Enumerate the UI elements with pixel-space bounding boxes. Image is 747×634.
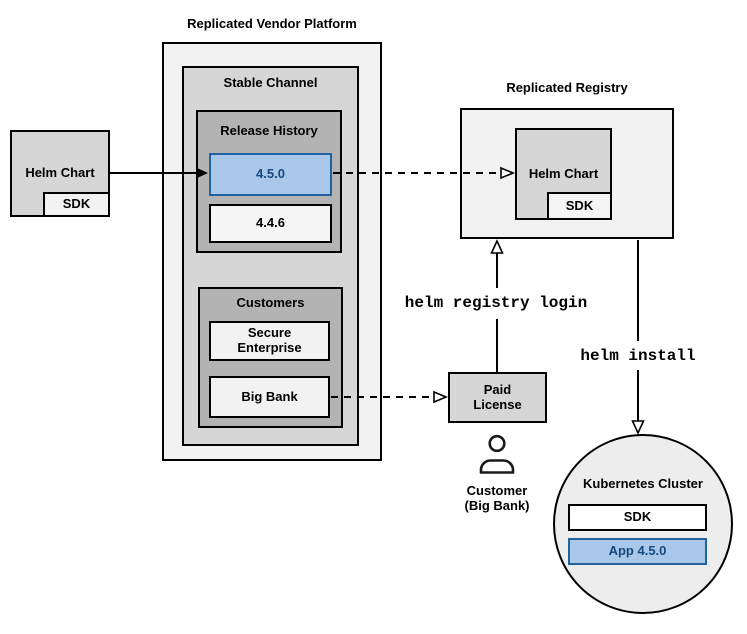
helm-install-command: helm install: [580, 347, 696, 365]
vendor-helm-chart-label: Helm Chart: [25, 165, 95, 181]
cluster-app-label: App 4.5.0: [608, 543, 667, 559]
registry-sdk-label: SDK: [565, 197, 594, 213]
registry-sdk-box: SDK: [547, 192, 612, 220]
paid-license-box: Paid License: [448, 372, 547, 423]
registry-title: Replicated Registry: [506, 80, 628, 95]
customer-secure-enterprise: Secure Enterprise: [209, 321, 330, 361]
customer-big-bank-label: Big Bank: [241, 388, 298, 404]
vendor-sdk-box: SDK: [43, 192, 110, 217]
release-version-450-label: 4.5.0: [256, 166, 285, 182]
kubernetes-cluster-label: Kubernetes Cluster: [583, 476, 703, 491]
customer-caption: Customer (Big Bank): [464, 483, 530, 513]
cluster-sdk-label: SDK: [623, 509, 652, 525]
customer-person-icon: [479, 434, 515, 474]
customers-label: Customers: [236, 295, 305, 310]
release-version-446-label: 4.4.6: [256, 215, 285, 231]
release-history-label: Release History: [220, 123, 318, 138]
release-version-450: 4.5.0: [209, 153, 332, 196]
stable-channel-label: Stable Channel: [223, 75, 318, 90]
customer-secure-enterprise-label: Secure Enterprise: [237, 325, 302, 355]
release-version-446: 4.4.6: [209, 204, 332, 243]
registry-helm-chart-label: Helm Chart: [528, 165, 599, 181]
helm-registry-login-command: helm registry login: [404, 294, 588, 312]
cluster-sdk-box: SDK: [568, 504, 707, 531]
customer-big-bank: Big Bank: [209, 376, 330, 418]
platform-title: Replicated Vendor Platform: [187, 16, 357, 31]
paid-license-label: Paid License: [473, 381, 522, 412]
helm-install-arrow: [631, 240, 645, 435]
vendor-sdk-label: SDK: [62, 196, 91, 212]
cluster-app-box: App 4.5.0: [568, 538, 707, 565]
